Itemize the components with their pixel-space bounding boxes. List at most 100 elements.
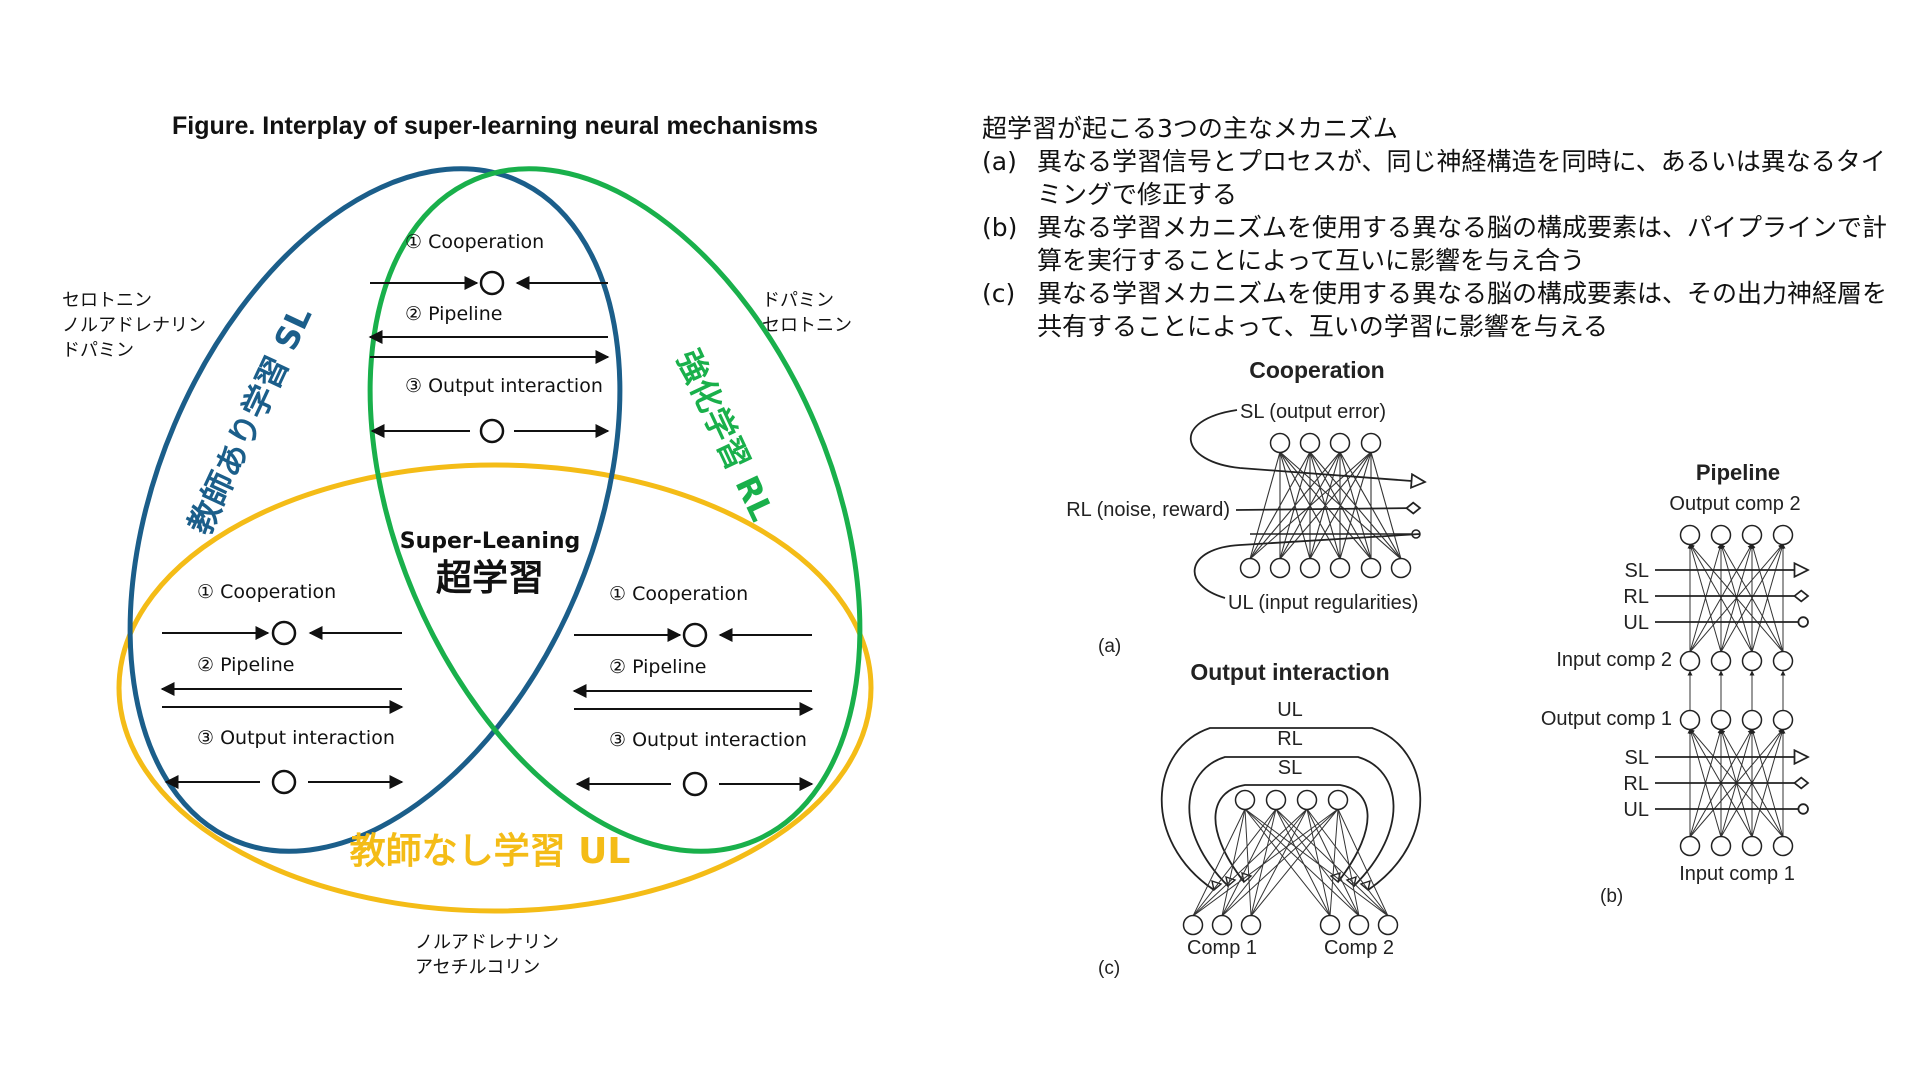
connection [1221, 808, 1277, 917]
cooperation-label: ① Cooperation [609, 583, 748, 605]
description-item-c: (c) 異なる学習メカニズムを使用する異なる脳の構成要素は、その出力神経層を共有… [982, 277, 1892, 343]
output-interaction-label: ③ Output interaction [405, 375, 603, 397]
neuron-node [271, 769, 297, 795]
connection [1244, 808, 1252, 917]
neuromodulator: ドパミン [762, 290, 834, 311]
sl-loop-label: SL [1278, 757, 1302, 779]
sl-neuromodulators: セロトニン ノルアドレナリン ドパミン [62, 290, 206, 361]
neuron-node [1679, 835, 1701, 857]
connection [1306, 808, 1389, 917]
panel-c-output-interaction: Output interaction UL RL SL [1098, 659, 1422, 979]
neuron-node [1377, 914, 1399, 936]
neuron-node [1329, 432, 1351, 454]
input-layer [1239, 557, 1412, 579]
cooperation-label: ① Cooperation [405, 231, 544, 253]
mechanism-description: 超学習が起こる3つの主なメカニズム (a) 異なる学習信号とプロセスが、同じ神経… [982, 112, 1892, 343]
neuron-node [1296, 789, 1318, 811]
neuron-node [682, 771, 708, 797]
output-layer [1269, 432, 1382, 454]
connection [1192, 808, 1339, 917]
connection [1689, 543, 1723, 653]
neuromodulator: アセチルコリン [415, 957, 540, 978]
shared-output-layer [1234, 789, 1349, 811]
sl-label: SL [1625, 560, 1649, 582]
network-connections [1687, 543, 1786, 838]
description-heading: 超学習が起こる3つの主なメカニズム [982, 114, 1398, 143]
mechanism-block-rl-ul: ① Cooperation ② Pipeline ③ Output intera… [572, 583, 814, 797]
input-comp1-layer [1679, 835, 1794, 857]
connection [1275, 808, 1389, 917]
item-label: (c) [982, 279, 1016, 308]
neuron-node [1240, 914, 1262, 936]
neuron-node [1234, 789, 1256, 811]
neuron-node [1741, 524, 1763, 546]
ul-signal-path [1193, 533, 1421, 599]
neuron-node [271, 620, 297, 646]
pipeline-label: ② Pipeline [609, 656, 706, 678]
output-comp2-layer [1679, 524, 1794, 546]
connection [1306, 808, 1331, 917]
ul-label: UL [1623, 799, 1649, 821]
connection [1337, 808, 1389, 917]
ul-label: 教師なし学習 UL [350, 830, 631, 872]
network-connections [1192, 808, 1389, 917]
input-comp2-label: Input comp 2 [1556, 649, 1672, 671]
figure-title: Figure. Interplay of super-learning neur… [172, 112, 818, 140]
neuromodulator: ドパミン [62, 340, 134, 361]
connection [1250, 808, 1277, 917]
rl-label: RL [1623, 586, 1649, 608]
connection [1339, 451, 1372, 560]
neuron-node [1327, 789, 1349, 811]
ul-loop [1160, 727, 1422, 891]
neuromodulator: ノルアドレナリン [415, 932, 559, 953]
sl-label: SL [1625, 747, 1649, 769]
neuromodulator: セロトニン [62, 290, 152, 311]
rl-label: 強化学習 RL [669, 344, 781, 527]
neuron-node [1239, 557, 1261, 579]
super-learning-label: Super-Leaning [400, 529, 581, 554]
neuron-node [1710, 709, 1732, 731]
connection [1689, 543, 1784, 653]
super-learning-label-ja: 超学習 [436, 557, 544, 599]
mechanism-block-sl-rl: ① Cooperation ② Pipeline ③ Output intera… [368, 231, 610, 444]
neuron-node [1741, 650, 1763, 672]
connection [1689, 543, 1753, 653]
connection [1250, 808, 1308, 917]
neuron-node [1269, 557, 1291, 579]
output-comp1-layer [1679, 709, 1794, 731]
connection [1249, 451, 1372, 560]
panel-c-tag: (c) [1098, 958, 1120, 979]
cooperation-label: ① Cooperation [197, 581, 336, 603]
neuron-node [1360, 432, 1382, 454]
rl-loop [1188, 756, 1395, 887]
connection [1329, 808, 1339, 917]
comp2-layer [1319, 914, 1399, 936]
neuron-node [1741, 835, 1763, 857]
neuromodulator: セロトニン [762, 315, 852, 336]
mechanism-block-sl-ul: ① Cooperation ② Pipeline ③ Output intera… [160, 581, 404, 795]
output-interaction-label: ③ Output interaction [609, 729, 807, 751]
connection [1244, 808, 1389, 917]
sl-label: 教師あり学習 SL [181, 301, 320, 541]
panel-b-pipeline: Pipeline Output comp 2 [1541, 460, 1808, 907]
ul-ellipse [116, 462, 874, 914]
pipeline-label: ② Pipeline [197, 654, 294, 676]
connection [1192, 808, 1308, 917]
connection [1192, 808, 1246, 917]
comp2-label: Comp 2 [1324, 937, 1394, 959]
connection [1370, 451, 1402, 560]
connection [1751, 543, 1785, 653]
neuron-node [1772, 835, 1794, 857]
input-comp1-label: Input comp 1 [1679, 863, 1795, 885]
rl-neuromodulators: ドパミン セロトニン [762, 290, 852, 336]
sl-signal-path [1189, 409, 1425, 482]
ul-input-regularities-label: UL (input regularities) [1228, 592, 1418, 614]
neuron-node [1710, 835, 1732, 857]
rl-loop-label: RL [1277, 728, 1303, 750]
description-item-a: (a) 異なる学習信号とプロセスが、同じ神経構造を同時に、あるいは異なるタイミン… [982, 145, 1892, 211]
neuron-node [1679, 709, 1701, 731]
neuron-node [1772, 524, 1794, 546]
item-text: 異なる学習信号とプロセスが、同じ神経構造を同時に、あるいは異なるタイミングで修正… [1037, 147, 1886, 209]
connection [1306, 808, 1360, 917]
